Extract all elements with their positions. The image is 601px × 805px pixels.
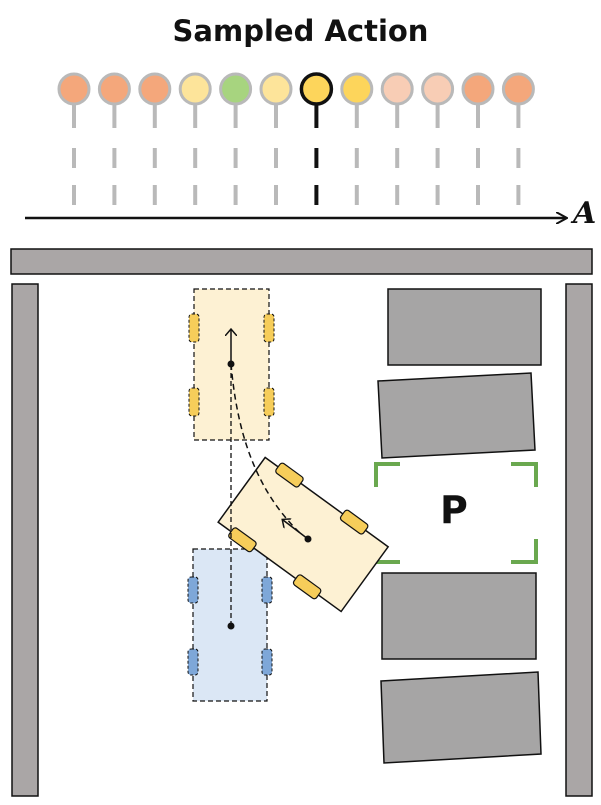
parked-car-2 xyxy=(377,372,536,459)
ego-trajectory xyxy=(230,363,301,534)
action-candidate xyxy=(421,72,455,213)
action-candidate xyxy=(501,72,535,213)
diagram-title: Sampled Action xyxy=(172,14,429,48)
top-wall xyxy=(10,248,593,275)
parked-car-1 xyxy=(387,288,542,366)
action-axis-label: A xyxy=(573,196,597,231)
action-candidate xyxy=(340,72,374,213)
action-candidate xyxy=(461,72,495,213)
action-candidate xyxy=(380,72,414,213)
parked-car-3 xyxy=(381,572,537,660)
heading-arrow-ego xyxy=(283,520,309,540)
left-wall xyxy=(11,283,39,797)
action-candidate xyxy=(299,72,334,213)
predicted-center xyxy=(227,360,235,368)
action-candidate xyxy=(219,72,253,213)
action-candidate xyxy=(138,72,172,213)
start-center xyxy=(227,622,235,630)
action-candidate xyxy=(57,72,91,213)
action-candidates xyxy=(57,72,535,213)
action-candidate xyxy=(97,72,131,213)
parking-spot-label: P xyxy=(440,488,468,532)
parked-car-4 xyxy=(380,671,542,764)
ego-center xyxy=(304,535,312,543)
action-candidate xyxy=(259,72,293,213)
right-wall xyxy=(565,283,593,797)
action-candidate xyxy=(178,72,212,213)
